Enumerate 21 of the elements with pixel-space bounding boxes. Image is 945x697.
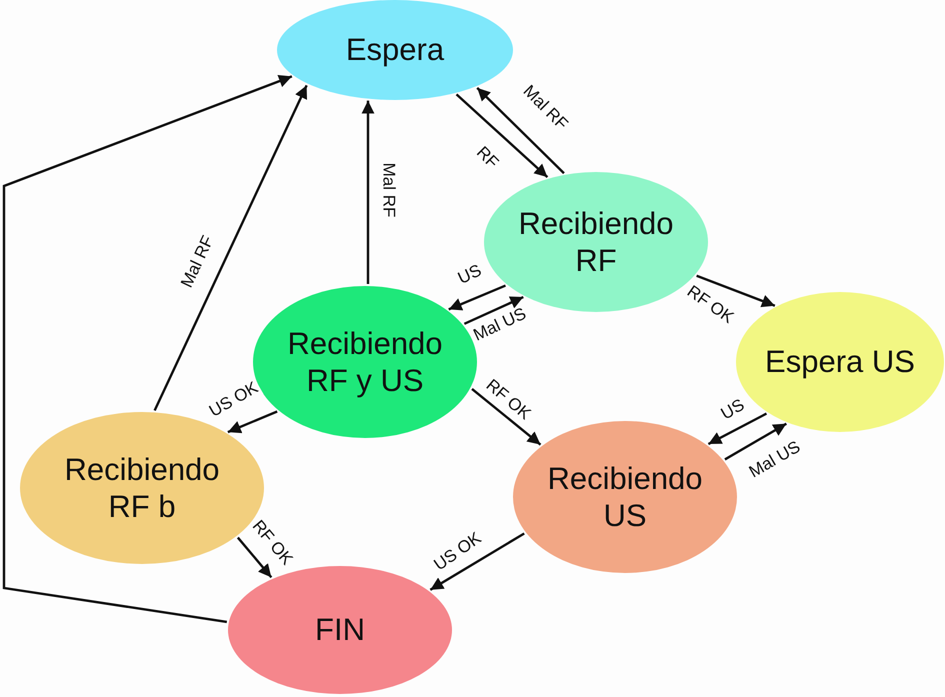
state-label: FIN (315, 611, 365, 649)
arrow (2, 74, 292, 624)
state-label: Espera US (765, 343, 915, 381)
state-label: Recibiendo US (546, 460, 704, 534)
arrow (227, 410, 278, 434)
arrow (448, 284, 506, 310)
arrow (464, 296, 524, 325)
arrow (430, 532, 525, 591)
arrow (236, 536, 272, 578)
arrow (456, 94, 548, 178)
arrow (724, 422, 787, 460)
state-label: Recibiendo RF b (63, 450, 221, 526)
arrow (696, 274, 776, 308)
arrow (154, 84, 308, 412)
arrow (476, 87, 565, 174)
state-label: Recibiendo RF (517, 204, 675, 280)
arrow (708, 412, 768, 446)
state-label: Espera (346, 31, 444, 69)
arrow (362, 100, 374, 284)
state-label: Recibiendo RF y US (286, 324, 444, 400)
arrow (471, 388, 542, 446)
